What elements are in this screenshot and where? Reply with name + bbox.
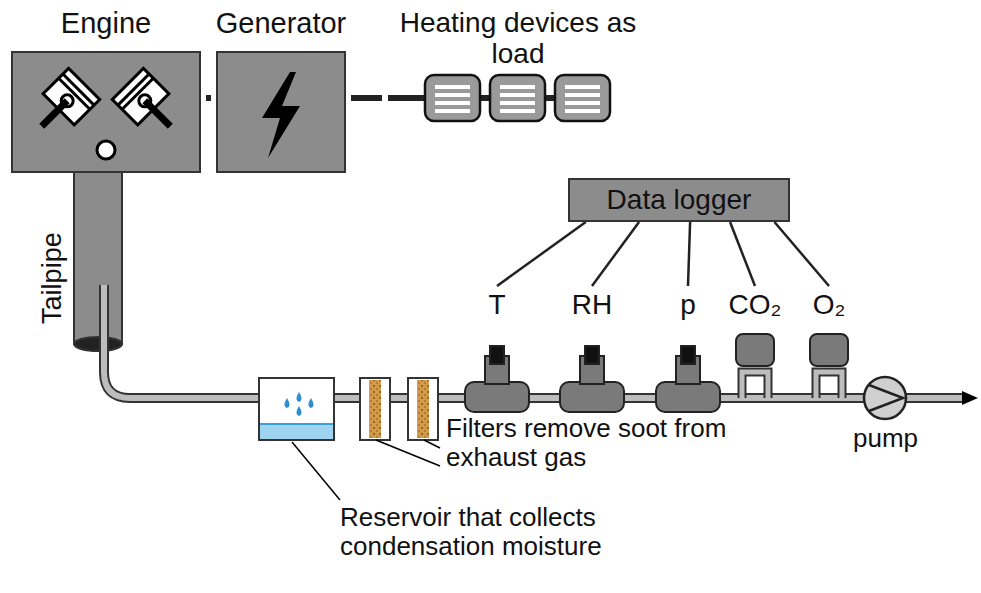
engine-box: Engine bbox=[6, 8, 206, 172]
data-logger-box: Data logger bbox=[568, 178, 790, 222]
sensor-label: RH bbox=[572, 290, 612, 321]
power-wire bbox=[480, 95, 490, 101]
sensor-label: O₂ bbox=[813, 290, 846, 321]
condensate-reservoir bbox=[259, 378, 334, 440]
heater-devices bbox=[425, 75, 610, 121]
gas-sensor bbox=[736, 334, 848, 398]
node-text: Engine bbox=[6, 8, 206, 40]
power-wire bbox=[388, 95, 425, 101]
engine-icon bbox=[26, 68, 186, 159]
pump-symbol bbox=[864, 377, 906, 419]
drive-shaft bbox=[351, 95, 382, 101]
node-text: Heating devices as load bbox=[382, 8, 654, 70]
node-text: RH bbox=[572, 290, 612, 321]
leader-line bbox=[292, 440, 440, 500]
signal-wire bbox=[688, 222, 690, 286]
node-text: T bbox=[488, 290, 505, 321]
sampling-tube bbox=[104, 285, 962, 398]
node-text: p bbox=[680, 290, 696, 321]
power-wire bbox=[545, 95, 555, 101]
node-text: CO₂ bbox=[729, 290, 782, 321]
lightning-symbol bbox=[262, 72, 300, 158]
tailpipe bbox=[74, 172, 122, 351]
signal-wire bbox=[592, 222, 639, 286]
filter-note: Filters remove soot from exhaust gas bbox=[446, 414, 766, 472]
reservoir-note: Reservoir that collects condensation moi… bbox=[340, 503, 700, 561]
drive-shaft bbox=[206, 95, 211, 101]
soot-filter bbox=[360, 378, 438, 440]
t-sensor bbox=[465, 346, 720, 412]
tailpipe-label: Tailpipe bbox=[37, 232, 67, 324]
signal-wire bbox=[497, 222, 586, 286]
sensor-label: T bbox=[488, 290, 505, 321]
heater-group: Heating devices as load bbox=[382, 8, 654, 126]
signal-wire bbox=[730, 222, 755, 286]
generator-box bbox=[217, 52, 345, 172]
node-text: O₂ bbox=[813, 290, 846, 321]
pump-label: pump bbox=[853, 424, 918, 453]
node-text: Data logger bbox=[607, 185, 752, 216]
sensor-label: p bbox=[680, 290, 696, 321]
signal-wire bbox=[774, 222, 829, 286]
sensor-label: CO₂ bbox=[729, 290, 782, 321]
engine-box bbox=[12, 52, 200, 172]
flow-arrowhead bbox=[962, 391, 978, 405]
generator-box: Generator bbox=[211, 8, 351, 172]
node-text: Generator bbox=[211, 8, 351, 40]
